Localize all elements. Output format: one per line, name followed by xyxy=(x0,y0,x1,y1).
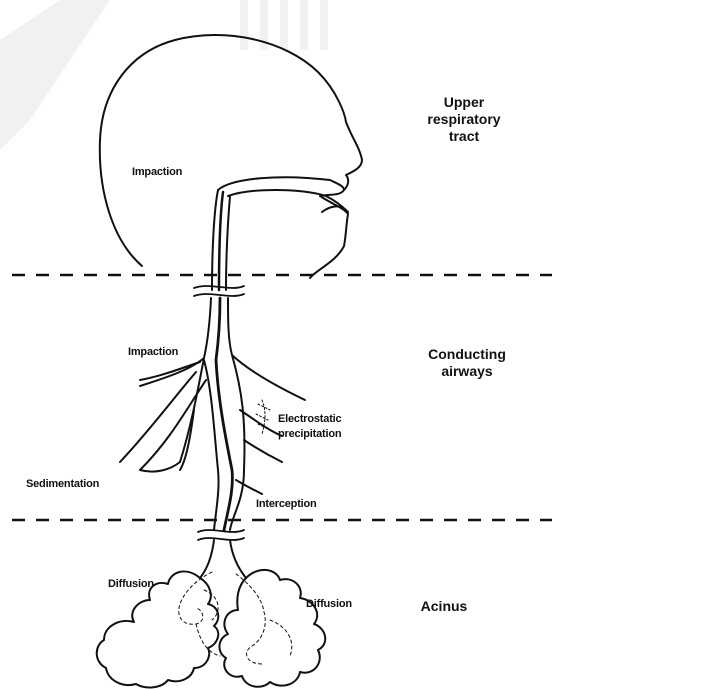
trachea-inner-line xyxy=(219,192,223,290)
acinus-inner-dashed-left xyxy=(179,572,218,624)
region-label-acinus: Acinus xyxy=(404,598,484,615)
label-electrostatic: Electrostatic precipitation xyxy=(278,412,341,442)
region-label-upper: Upper respiratory tract xyxy=(414,94,514,145)
region-conducting-line1: Conducting xyxy=(404,346,530,363)
head-outline xyxy=(100,35,362,278)
label-diffusion-left: Diffusion xyxy=(108,578,154,590)
label-interception: Interception xyxy=(256,498,317,510)
watermark xyxy=(0,0,328,150)
region-upper-line2: respiratory xyxy=(414,111,514,128)
label-diffusion-right: Diffusion xyxy=(306,598,352,610)
region-conducting-line2: airways xyxy=(404,363,530,380)
region-acinus-text: Acinus xyxy=(421,598,468,614)
region-label-conducting: Conducting airways xyxy=(404,346,530,380)
nasal-passage xyxy=(218,177,344,190)
break-mark-lower xyxy=(198,530,244,540)
airway-main-left xyxy=(140,298,219,530)
label-electrostatic-line2: precipitation xyxy=(278,427,341,442)
label-impaction-conducting: Impaction xyxy=(128,346,178,358)
acinus-trunk xyxy=(200,540,246,578)
acinus-right-lobe xyxy=(219,570,325,687)
label-electrostatic-line1: Electrostatic xyxy=(278,412,341,427)
region-upper-line3: tract xyxy=(414,128,514,145)
region-upper-line1: Upper xyxy=(414,94,514,111)
airway-branch-lower-left xyxy=(120,372,206,472)
label-impaction-upper: Impaction xyxy=(132,166,182,178)
acinus-inner-dashed-right xyxy=(236,574,292,664)
label-sedimentation: Sedimentation xyxy=(26,478,99,490)
